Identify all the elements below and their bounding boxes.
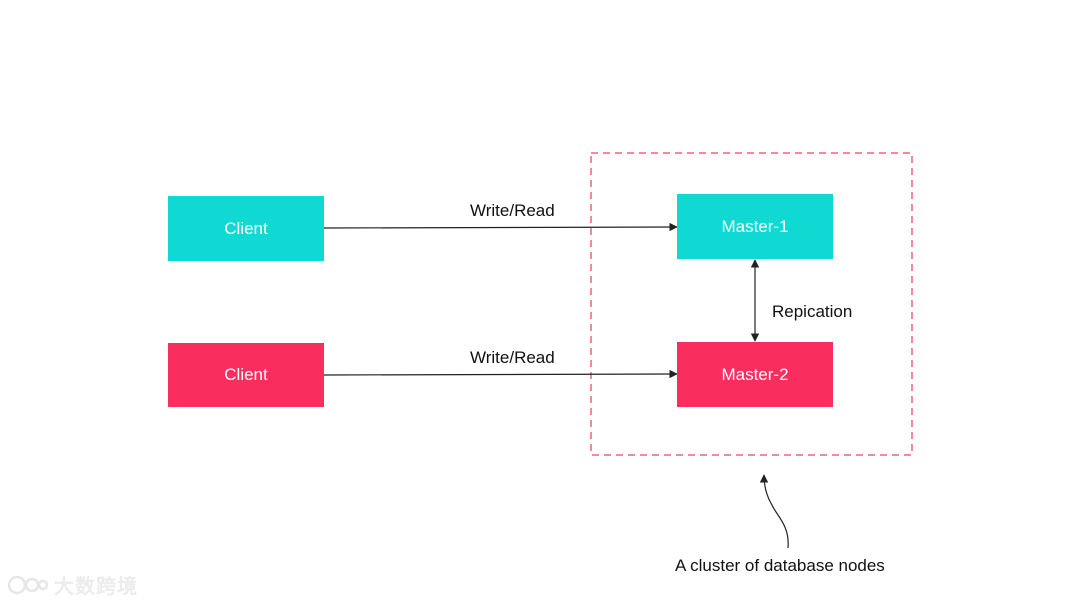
- master1-node: Master-1: [677, 194, 833, 259]
- edge-bottom-label: Write/Read: [470, 348, 555, 367]
- edge-client-bottom-to-master2: [323, 369, 678, 379]
- watermark: 大数跨境: [8, 570, 138, 599]
- master2-node: Master-2: [677, 342, 833, 407]
- edge-top-label: Write/Read: [470, 201, 555, 220]
- client-bottom-label: Client: [224, 365, 268, 384]
- master2-label: Master-2: [721, 364, 789, 384]
- client-bottom-node: Client: [168, 343, 324, 407]
- edge-client-top-to-master1: [323, 222, 678, 232]
- cluster-boundary: [590, 152, 913, 456]
- cluster-caption: A cluster of database nodes: [675, 556, 885, 575]
- replication-label: Repication: [772, 302, 853, 321]
- logo-mark-icon: [8, 575, 48, 594]
- caption-pointer-arrow: [759, 474, 789, 549]
- client-top-label: Client: [224, 218, 268, 238]
- client-top-node: Client: [168, 196, 324, 261]
- watermark-text: 大数跨境: [54, 576, 138, 598]
- master1-label: Master-1: [721, 216, 789, 236]
